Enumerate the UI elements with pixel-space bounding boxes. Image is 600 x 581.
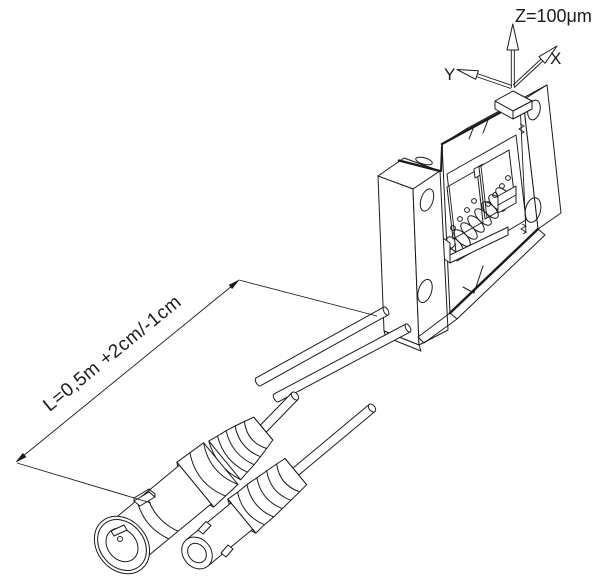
coordinate-axes: Z=100μm X Y bbox=[444, 6, 592, 120]
back-block-left-face bbox=[377, 175, 420, 346]
fiber-connector-large bbox=[93, 391, 300, 575]
dimension-label: L=0,5m +2cm/-1cm bbox=[39, 291, 185, 416]
dimension-arrow-upper bbox=[228, 279, 240, 290]
x-axis-arrowhead bbox=[538, 45, 558, 64]
x-axis-shaft bbox=[512, 58, 544, 88]
bracket-shelf bbox=[449, 226, 509, 264]
z-axis-shaft bbox=[510, 49, 515, 88]
guide-tube-lower bbox=[272, 323, 411, 403]
boss-right-face bbox=[512, 100, 533, 120]
plate-hole bbox=[450, 225, 456, 231]
boot-rib bbox=[256, 477, 283, 510]
plate-edge bbox=[480, 165, 488, 219]
positioning-stage bbox=[377, 84, 562, 352]
guide-tube-upper bbox=[254, 306, 389, 387]
bore-key-slot bbox=[110, 524, 128, 537]
y-axis-shaft bbox=[475, 73, 513, 89]
mounting-hole-top-left bbox=[419, 188, 435, 212]
boot-rib bbox=[266, 470, 292, 501]
mounting-hole-bottom-left bbox=[417, 278, 433, 304]
plate-edge bbox=[448, 185, 456, 239]
boot-rib bbox=[237, 491, 265, 526]
tube-end-cap bbox=[404, 323, 412, 333]
mounting-hole-bottom-right bbox=[524, 197, 542, 223]
collar-arc bbox=[189, 452, 226, 497]
top-slot-hole bbox=[415, 156, 433, 166]
break-symbol-bottom bbox=[520, 223, 527, 235]
collar-arc bbox=[203, 442, 239, 485]
break-symbol-top bbox=[518, 123, 525, 135]
barrel-key bbox=[220, 544, 234, 558]
barrel-key bbox=[197, 521, 212, 535]
cable-end-cap bbox=[290, 391, 300, 401]
back-block-heavy-edge bbox=[397, 159, 442, 173]
bore-pin bbox=[117, 536, 123, 542]
bottom-edge-extension bbox=[417, 312, 458, 344]
leader-to-connector bbox=[16, 462, 152, 504]
connector-key-top bbox=[133, 488, 156, 502]
y-axis-label: Y bbox=[444, 65, 455, 84]
boot-rib bbox=[234, 425, 261, 458]
plate-hole bbox=[471, 198, 477, 204]
plate-hole bbox=[464, 207, 470, 213]
dimension-line bbox=[16, 280, 239, 462]
tube-end-cap bbox=[382, 306, 390, 316]
stage-bottom-edge bbox=[448, 227, 540, 315]
flexure-plate-left bbox=[446, 169, 484, 240]
y-axis-arrowhead bbox=[456, 69, 479, 80]
back-block-front-face bbox=[412, 170, 449, 346]
fiber-guide-tubes bbox=[254, 306, 412, 403]
plate-hole bbox=[505, 175, 511, 181]
fiber-connector-small bbox=[181, 403, 377, 570]
z-axis-label: Z=100μm bbox=[515, 6, 592, 26]
bottom-notch bbox=[462, 265, 484, 294]
plate-hole bbox=[457, 216, 463, 222]
dimension-arrow-lower bbox=[15, 452, 27, 463]
bracket-line bbox=[497, 194, 517, 206]
x-axis-label: X bbox=[550, 49, 561, 68]
gap-edge bbox=[440, 145, 443, 172]
boot-rib bbox=[246, 484, 275, 518]
boot-rib bbox=[225, 430, 255, 466]
boot-rib bbox=[243, 421, 268, 449]
leader-to-stage bbox=[238, 279, 378, 317]
boot-rib bbox=[217, 435, 248, 473]
z-axis-arrowhead bbox=[506, 23, 520, 51]
ferrule-ring-inner bbox=[187, 542, 207, 564]
strain-relief-boot bbox=[227, 458, 308, 534]
barrel-step bbox=[227, 498, 257, 534]
cable bbox=[292, 404, 376, 476]
boot-rib bbox=[276, 463, 301, 493]
cable-end-cap bbox=[367, 403, 377, 413]
